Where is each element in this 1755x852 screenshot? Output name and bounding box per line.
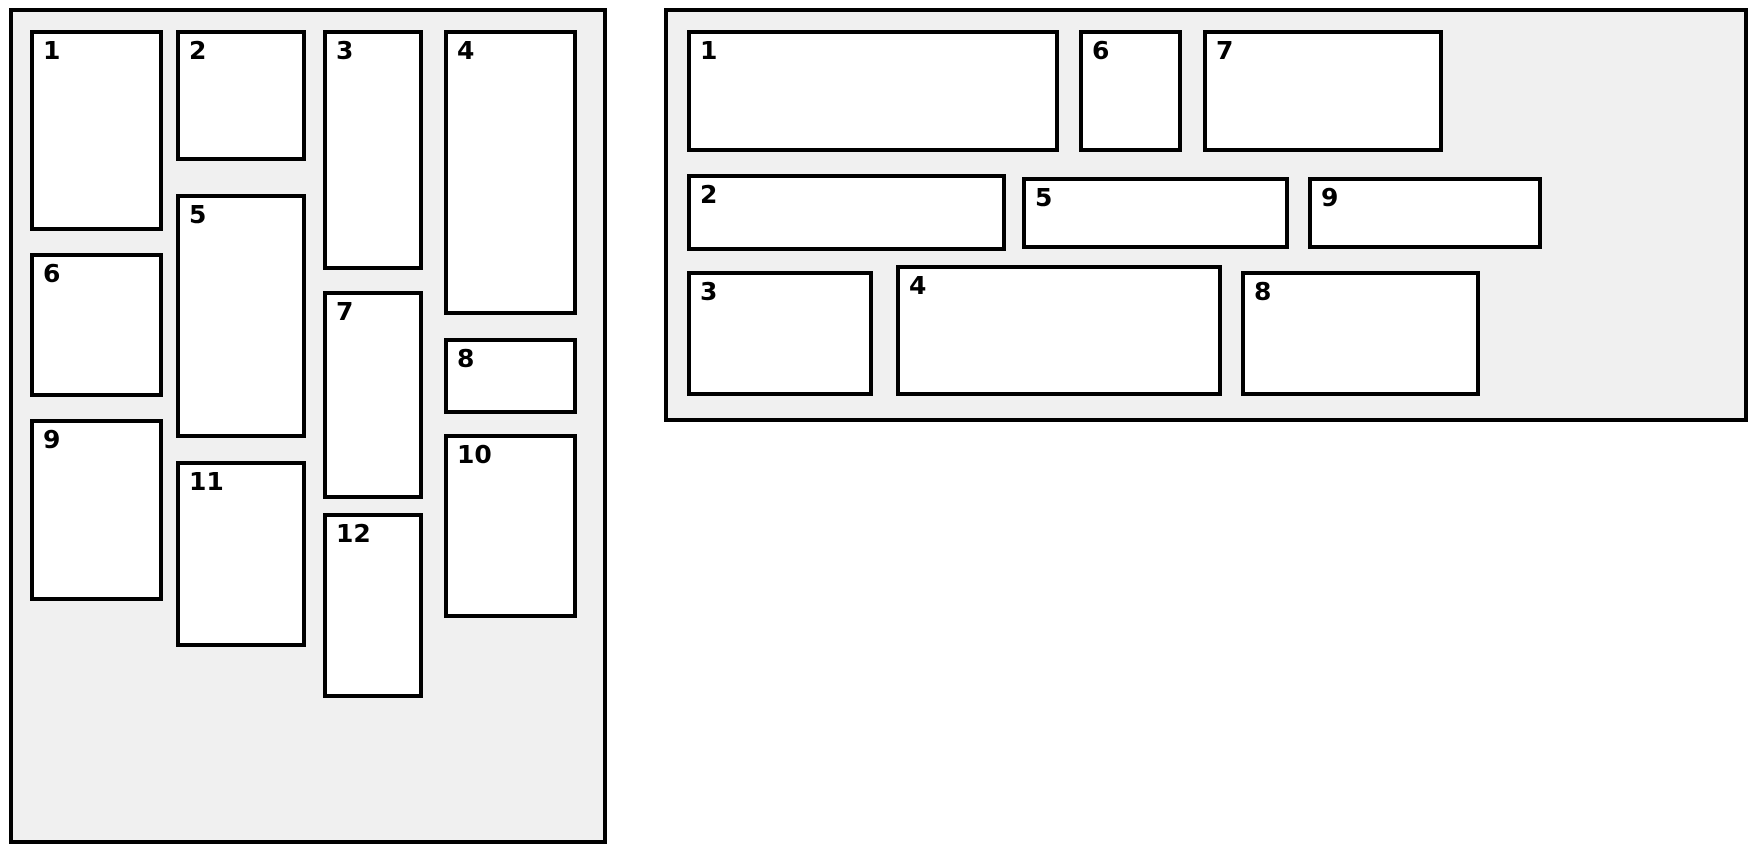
box-7[interactable]: 7 (323, 291, 423, 499)
box-12[interactable]: 12 (323, 513, 423, 698)
box-label: 8 (457, 344, 475, 373)
box-label: 9 (43, 425, 61, 454)
box-8[interactable]: 8 (444, 338, 577, 414)
box-label: 6 (1092, 36, 1110, 65)
box-4[interactable]: 4 (896, 265, 1222, 396)
box-label: 1 (700, 36, 718, 65)
box-label: 11 (189, 467, 224, 496)
box-label: 8 (1254, 277, 1272, 306)
box-10[interactable]: 10 (444, 434, 577, 618)
box-label: 4 (909, 271, 927, 300)
box-9[interactable]: 9 (30, 419, 163, 601)
box-8[interactable]: 8 (1241, 271, 1480, 396)
box-3[interactable]: 3 (323, 30, 423, 270)
box-6[interactable]: 6 (1079, 30, 1182, 152)
box-5[interactable]: 5 (176, 194, 306, 438)
box-label: 3 (700, 277, 718, 306)
box-2[interactable]: 2 (687, 174, 1006, 251)
box-9[interactable]: 9 (1308, 177, 1542, 249)
box-1[interactable]: 1 (30, 30, 163, 231)
box-4[interactable]: 4 (444, 30, 577, 315)
box-label: 3 (336, 36, 354, 65)
box-label: 9 (1321, 183, 1339, 212)
box-3[interactable]: 3 (687, 271, 873, 396)
box-11[interactable]: 11 (176, 461, 306, 647)
box-2[interactable]: 2 (176, 30, 306, 161)
box-5[interactable]: 5 (1022, 177, 1289, 249)
box-label: 5 (189, 200, 207, 229)
box-label: 5 (1035, 183, 1053, 212)
box-label: 7 (1216, 36, 1234, 65)
box-label: 6 (43, 259, 61, 288)
box-label: 7 (336, 297, 354, 326)
box-label: 10 (457, 440, 492, 469)
box-label: 12 (336, 519, 371, 548)
box-6[interactable]: 6 (30, 253, 163, 397)
right-panel: 1 6 7 2 5 9 3 4 8 (664, 8, 1748, 422)
box-1[interactable]: 1 (687, 30, 1059, 152)
box-label: 1 (43, 36, 61, 65)
box-label: 2 (189, 36, 207, 65)
box-label: 2 (700, 180, 718, 209)
box-7[interactable]: 7 (1203, 30, 1443, 152)
box-label: 4 (457, 36, 475, 65)
